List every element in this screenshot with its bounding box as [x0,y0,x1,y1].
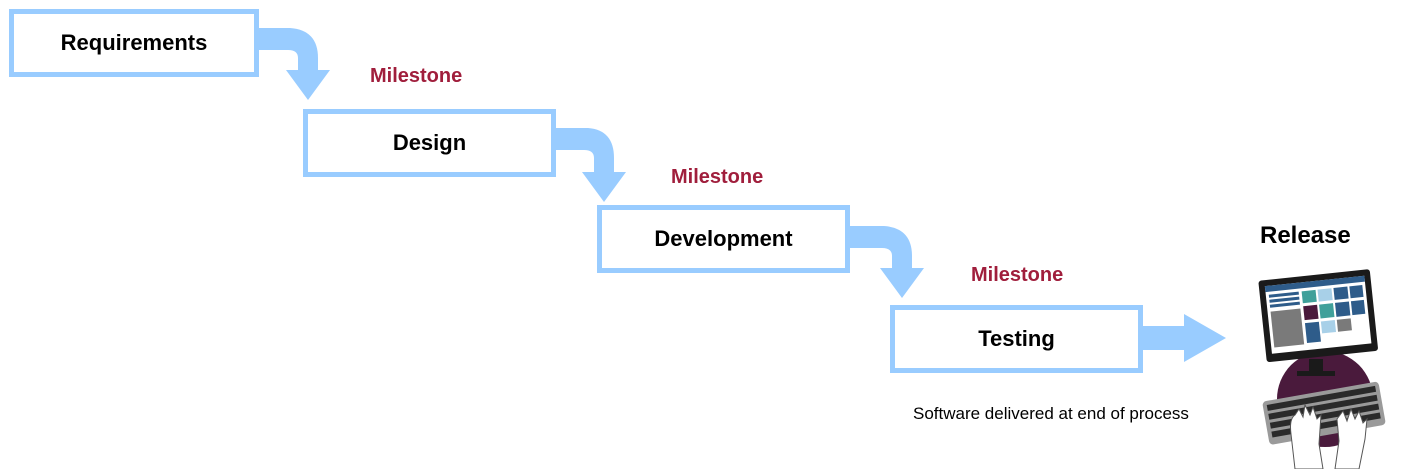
arrow-requirements-to-design [258,28,330,100]
stage-design: Design [303,109,556,177]
arrow-testing-to-release [1142,314,1226,362]
stage-development: Development [597,205,850,273]
arrow-design-to-development [555,128,626,202]
arrow-development-to-testing [850,226,924,298]
release-caption: Software delivered at end of process [913,404,1189,423]
stage-testing: Testing [890,305,1143,373]
milestone-label-3: Milestone [971,264,1064,286]
computer-with-typing-hands-icon [1258,269,1386,469]
release-title: Release [1260,222,1351,249]
milestone-label-1: Milestone [370,65,463,87]
milestone-label-2: Milestone [671,166,764,188]
stage-requirements: Requirements [9,9,259,77]
